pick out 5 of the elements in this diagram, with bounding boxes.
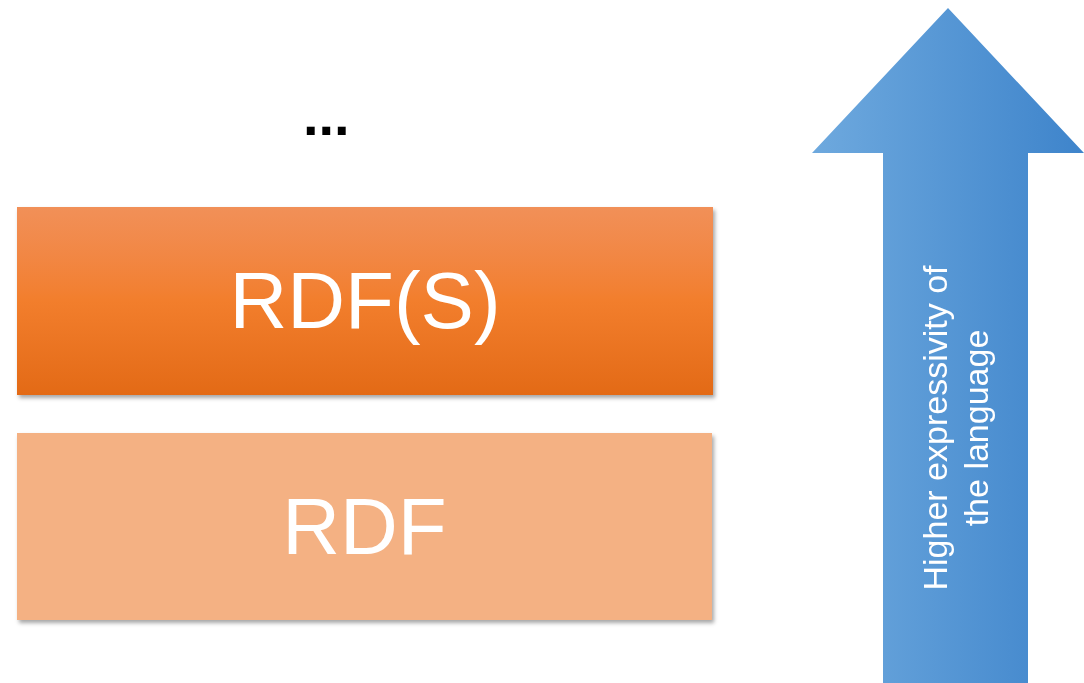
layer-label: RDF (282, 486, 447, 567)
layer-box (17, 433, 712, 620)
ellipsis-label: ... (303, 88, 350, 144)
arrow-label: Higher expressivity of the language (914, 264, 996, 593)
layer-box (17, 207, 713, 395)
